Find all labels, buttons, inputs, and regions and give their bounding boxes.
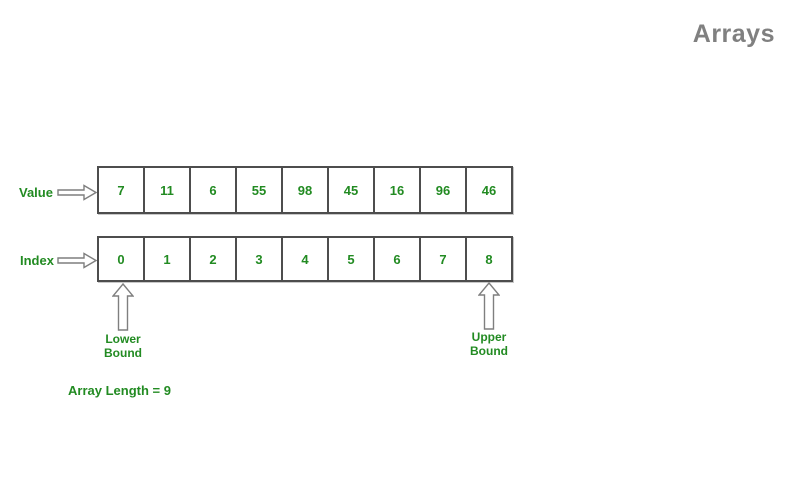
index-cell: 1 [145, 238, 191, 280]
index-cell: 8 [485, 251, 493, 267]
value-cell: 45 [329, 168, 375, 212]
upper-bound-label: Upper Bound [470, 330, 508, 358]
page-title: Arrays [692, 20, 775, 48]
index-cell: 4 [283, 238, 329, 280]
right-arrow-icon [57, 184, 97, 201]
value-cell: 98 [283, 168, 329, 212]
value-cell: 55 [237, 168, 283, 212]
index-cell: 0 [99, 238, 145, 280]
index-cell: 3 [237, 238, 283, 280]
value-cell: 11 [145, 168, 191, 212]
index-cell: 2 [191, 238, 237, 280]
up-arrow-icon [112, 283, 134, 331]
value-cell: 7 [99, 168, 145, 212]
value-cell: 96 [421, 168, 467, 212]
lower-bound-label: Lower Bound [104, 332, 142, 360]
index-row-label: Index [20, 253, 54, 268]
index-array-row: 0 1 2 3 4 5 6 7 8 [97, 236, 513, 282]
up-arrow-icon [478, 282, 500, 330]
value-row-label: Value [19, 185, 53, 200]
value-cell: 46 [481, 182, 497, 198]
index-cell: 5 [329, 238, 375, 280]
value-cell: 16 [375, 168, 421, 212]
right-arrow-icon [57, 252, 97, 269]
value-array-row: 7 11 6 55 98 45 16 96 46 [97, 166, 513, 214]
value-cell: 6 [191, 168, 237, 212]
index-cell: 6 [375, 238, 421, 280]
index-cell: 7 [421, 238, 467, 280]
array-length-label: Array Length = 9 [68, 383, 171, 398]
